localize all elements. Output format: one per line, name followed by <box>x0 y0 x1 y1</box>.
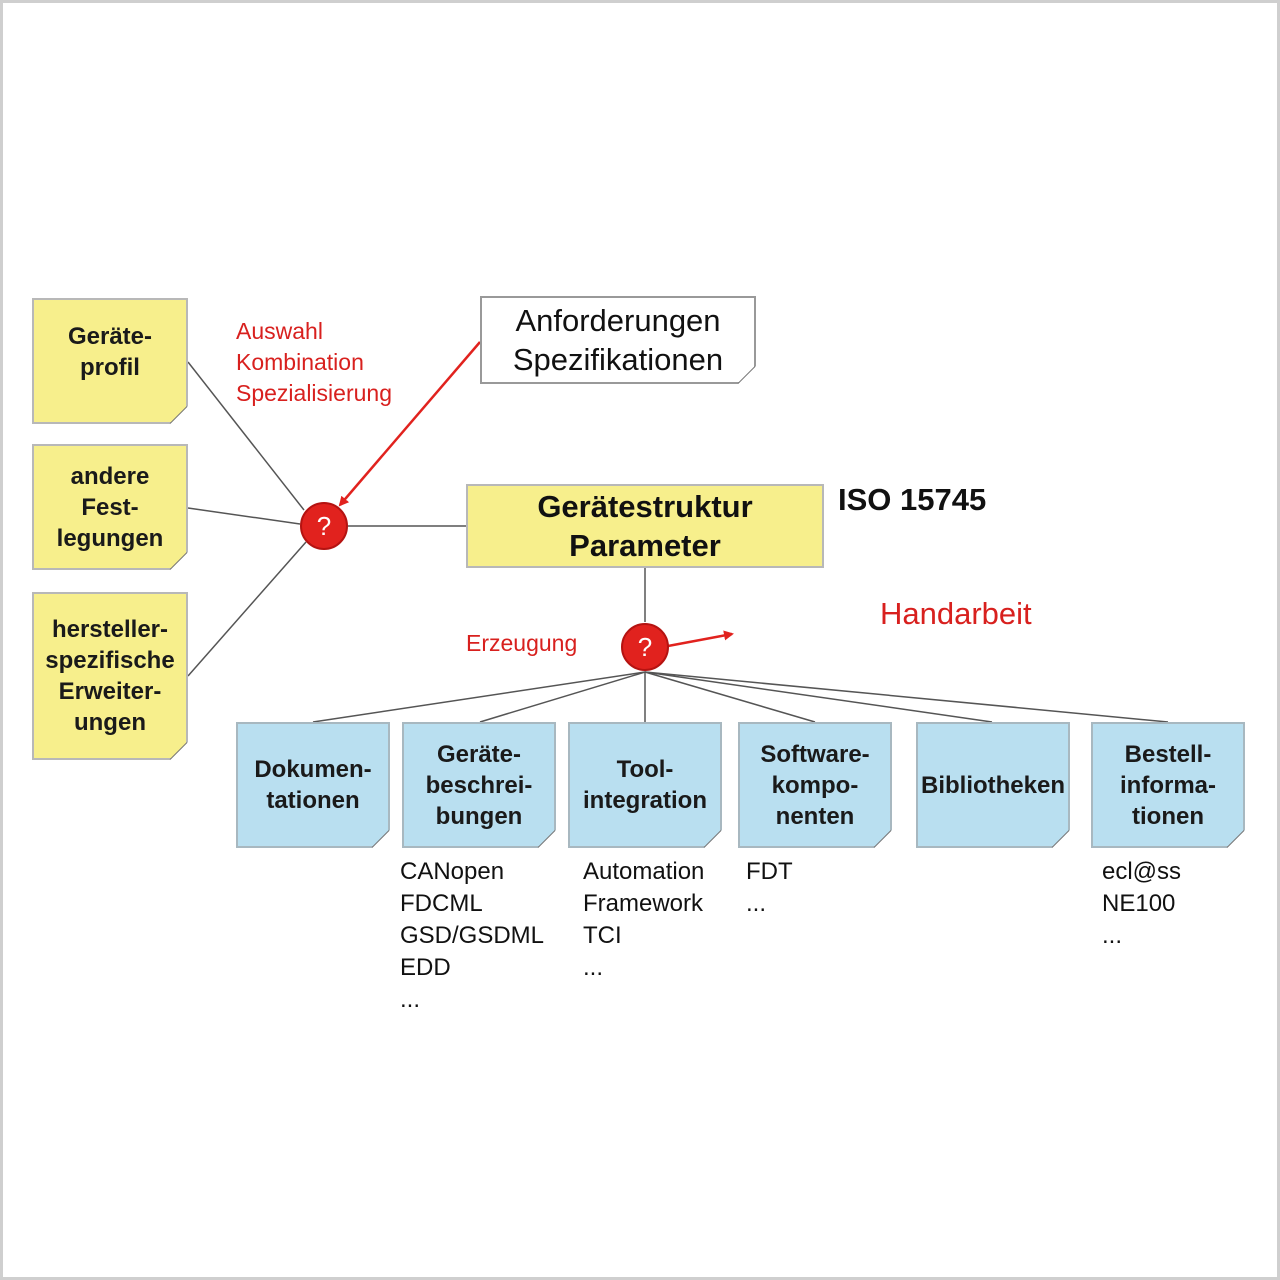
page-fold <box>538 830 556 848</box>
toolintegration-examples: Automation Framework TCI ... <box>583 858 705 981</box>
page-fold <box>738 366 756 384</box>
page-fold <box>1227 830 1245 848</box>
softwarekomponenten-label: Software- kompo- nenten <box>760 740 870 830</box>
generation-decision-icon: ? <box>621 623 669 671</box>
andere-festlegungen-label: andere Fest- legungen <box>56 462 164 552</box>
line-to-bestellinformationen <box>644 671 1169 723</box>
geraetebeschreibungen-box: Geräte- beschrei- bungen <box>402 722 556 848</box>
geraeteprofil-box: Geräte- profil <box>32 298 188 424</box>
question-mark-label: ? <box>316 510 332 541</box>
softwarekomponenten-box: Software- kompo- nenten <box>738 722 892 848</box>
geraetebeschreibungen-examples: CANopen FDCML GSD/GSDML EDD ... <box>400 858 545 1013</box>
bestellinformationen-label: Bestell- informa- tionen <box>1120 740 1216 830</box>
page-fold <box>1052 830 1070 848</box>
page-fold <box>170 742 188 760</box>
bibliotheken-label: Bibliotheken <box>920 771 1065 799</box>
line-andere-to-decision <box>187 507 301 525</box>
arrow-generation-to-handarbeit <box>667 630 734 648</box>
page-fold <box>372 830 390 848</box>
herstellerspezifische-erweiterungen-label: hersteller- spezifische Erweiter- ungen <box>45 616 175 736</box>
toolintegration-label: Tool- integration <box>583 756 707 814</box>
geraetebeschreibungen-label: Geräte- beschrei- bungen <box>425 740 533 830</box>
page-fold <box>704 830 722 848</box>
geraetestruktur-box: Gerätestruktur Parameter <box>466 484 824 568</box>
page-fold <box>170 552 188 570</box>
iso-label: ISO 15745 <box>838 482 987 517</box>
arrow-anforderungen-to-decision <box>338 341 481 507</box>
herstellerspezifische-erweiterungen-box: hersteller- spezifische Erweiter- ungen <box>32 592 188 760</box>
bibliotheken-box: Bibliotheken <box>916 722 1070 848</box>
line-geraeteprofil-to-decision <box>187 361 305 511</box>
line-to-bibliotheken <box>644 671 993 723</box>
page-fold <box>874 830 892 848</box>
question-mark-label: ? <box>637 631 653 662</box>
dokumentationen-label: Dokumen- tationen <box>254 756 372 814</box>
anforderungen-label: Anforderungen Spezifikationen <box>512 303 724 377</box>
line-to-dokumentationen <box>312 671 646 723</box>
geraetestruktur-label: Gerätestruktur Parameter <box>537 489 753 563</box>
softwarekomponenten-examples: FDT ... <box>746 858 793 917</box>
geraeteprofil-label: Geräte- profil <box>67 323 153 381</box>
erzeugung-label: Erzeugung <box>466 630 578 656</box>
selection-decision-icon: ? <box>300 502 348 550</box>
line-hersteller-to-decision <box>187 541 307 677</box>
dokumentationen-box: Dokumen- tationen <box>236 722 390 848</box>
bestellinformationen-examples: ecl@ss NE100 ... <box>1102 858 1182 949</box>
auswahl-label: Auswahl Kombination Spezialisierung <box>236 318 392 406</box>
andere-festlegungen-box: andere Fest- legungen <box>32 444 188 570</box>
anforderungen-box: Anforderungen Spezifikationen <box>480 296 756 384</box>
line-to-geraetebeschreibungen <box>479 671 646 723</box>
page-fold <box>170 406 188 424</box>
bestellinformationen-box: Bestell- informa- tionen <box>1091 722 1245 848</box>
toolintegration-box: Tool- integration <box>568 722 722 848</box>
handarbeit-label: Handarbeit <box>880 596 1032 631</box>
line-to-softwarekomponenten <box>644 671 816 723</box>
